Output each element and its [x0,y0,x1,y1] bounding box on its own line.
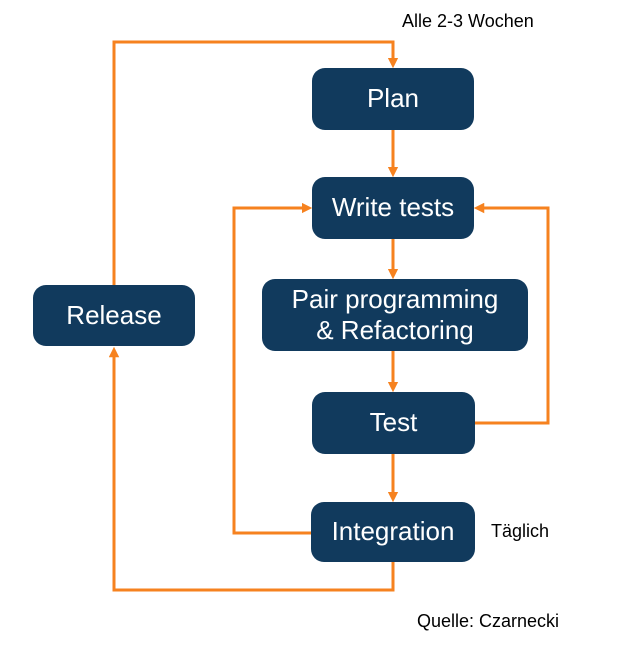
node-integration: Integration [311,502,475,562]
node-plan-label: Plan [366,83,420,114]
source-credit-label: Quelle: Czarnecki [417,611,560,631]
node-test-label: Test [369,407,418,438]
node-test: Test [312,392,475,454]
cycle-duration-label: Alle 2-3 Wochen [402,11,534,31]
node-plan: Plan [312,68,474,130]
arrow-test-to-write-tests [473,202,550,425]
arrow-integration-to-release [108,346,395,592]
arrow-release-to-plan [112,40,399,285]
node-pair-programming-refactoring: Pair programming & Refactoring [262,279,528,351]
node-write-tests: Write tests [312,177,474,239]
node-release-label: Release [66,299,162,330]
node-write-tests-label: Write tests [331,192,455,223]
daily-label: Täglich [491,521,550,541]
node-pair-label-line1: Pair programming [291,283,499,314]
node-pair-label-line2: & Refactoring [316,315,474,345]
node-release: Release [33,285,195,346]
arrow-integration-to-write-tests [232,202,313,535]
node-integration-label: Integration [331,516,455,547]
